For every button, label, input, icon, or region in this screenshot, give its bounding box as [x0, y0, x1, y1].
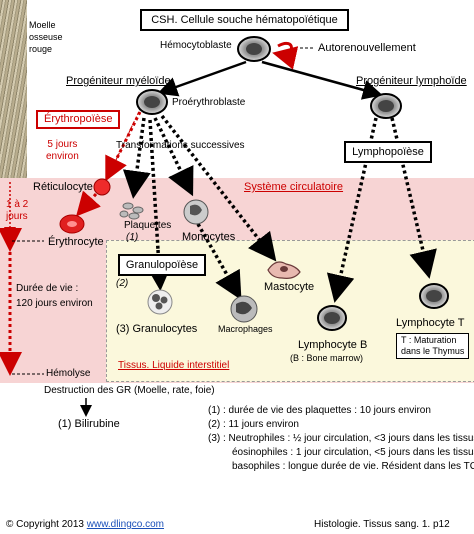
lymphopoiesis-label: Lymphopoïèse [352, 146, 424, 158]
self-renewal-arrow [278, 43, 292, 54]
csh-title: CSH. Cellule souche hématopoïétique [151, 14, 338, 26]
copyright-text: © Copyright 2013 [6, 519, 84, 530]
note-2-marker: (2) [116, 278, 128, 290]
proerythroblaste-label: Proérythroblaste [172, 97, 245, 109]
proerythroblast-cell [137, 90, 167, 114]
circulatory-system-label: Système circulatoire [244, 181, 343, 194]
footnote-3c: basophiles : longue durée de vie. Réside… [208, 460, 474, 474]
lymphoid-progenitor-label: Progéniteur lymphoïde [356, 75, 467, 88]
transformations-label: Transformations successives [116, 140, 245, 152]
tissue-label: Tissus. Liquide interstitiel [118, 360, 229, 372]
granulopoiesis-box: Granulopoïèse [118, 254, 206, 276]
erythrocyte-cell [60, 215, 84, 233]
hemocytoblaste-label: Hémocytoblaste [160, 40, 232, 52]
footnote-2: (2) : 11 jours environ [208, 418, 474, 432]
five-days-label: 5 jours environ [46, 139, 79, 163]
thymus-note-line-2: dans le Thymus [401, 346, 464, 357]
erythrocyte-label: Érythrocyte [48, 236, 104, 249]
arrow-to-myeloid [162, 62, 246, 92]
granulopoiesis-label: Granulopoïèse [126, 259, 198, 271]
bone-marrow-label: Moelle osseuse rouge [29, 19, 63, 55]
plaquettes-label: Plaquettes [124, 220, 171, 232]
granulocyte-cell [148, 290, 172, 314]
macrophages-label: Macrophages [218, 324, 273, 335]
csh-title-box: CSH. Cellule souche hématopoïétique [140, 9, 349, 31]
note-1-marker: (1) [126, 232, 138, 244]
thymus-note-box: T : Maturation dans le Thymus [396, 333, 469, 359]
autorenouvellement-label: Autorenouvellement [318, 42, 416, 55]
granulocytes-label: (3) Granulocytes [116, 323, 197, 336]
mastocyte-label: Mastocyte [264, 281, 314, 294]
erythropoiesis-box: Érythropoïèse [36, 110, 120, 129]
lymphocyte-t-cell [420, 284, 448, 308]
erythropoiesis-label: Érythropoïèse [44, 113, 112, 125]
destruction-label: Destruction des GR (Moelle, rate, foie) [44, 385, 215, 397]
lymphopoiesis-box: Lymphopoïèse [344, 141, 432, 163]
macrophage-cell [231, 296, 257, 322]
lymphocyte-b-cell [318, 306, 346, 330]
footnotes: (1) : durée de vie des plaquettes : 10 j… [208, 404, 474, 474]
lymphoid-progenitor-cell [371, 94, 401, 118]
lymphocyte-b-label: Lymphocyte B [298, 339, 367, 352]
myeloid-progenitor-label: Progéniteur myéloïde [66, 75, 171, 88]
reticulocyte-label: Réticulocyte [33, 181, 93, 194]
footer-page-label: Histologie. Tissus sang. 1. p12 [314, 519, 450, 531]
bilirubine-label: (1) Bilirubine [58, 418, 120, 431]
bone-marrow-note: (B : Bone marrow) [290, 353, 363, 364]
footnote-3: (3) : Neutrophiles : ½ jour circulation,… [208, 432, 474, 446]
platelets [120, 203, 143, 219]
mastocyte-cell [268, 262, 300, 278]
thymus-note-line-1: T : Maturation [401, 335, 464, 346]
copyright: © Copyright 2013 www.dlingco.com [6, 519, 164, 531]
hemocytoblast-cell [238, 37, 270, 61]
lifespan-label: Durée de vie : 120 jours environ [16, 283, 93, 310]
lymphocyte-t-label: Lymphocyte T [396, 317, 464, 330]
footnote-1: (1) : durée de vie des plaquettes : 10 j… [208, 404, 474, 418]
hemolyse-label: Hémolyse [46, 368, 90, 380]
footnote-3b: éosinophiles : 1 jour circulation, <5 jo… [208, 446, 474, 460]
monocytes-label: Monocytes [182, 231, 235, 244]
one-to-two-days-label: 1 à 2 jours [6, 199, 28, 223]
reticulocyte-cell [94, 179, 110, 195]
monocyte-cell [184, 200, 208, 224]
copyright-link[interactable]: www.dlingco.com [87, 519, 164, 530]
